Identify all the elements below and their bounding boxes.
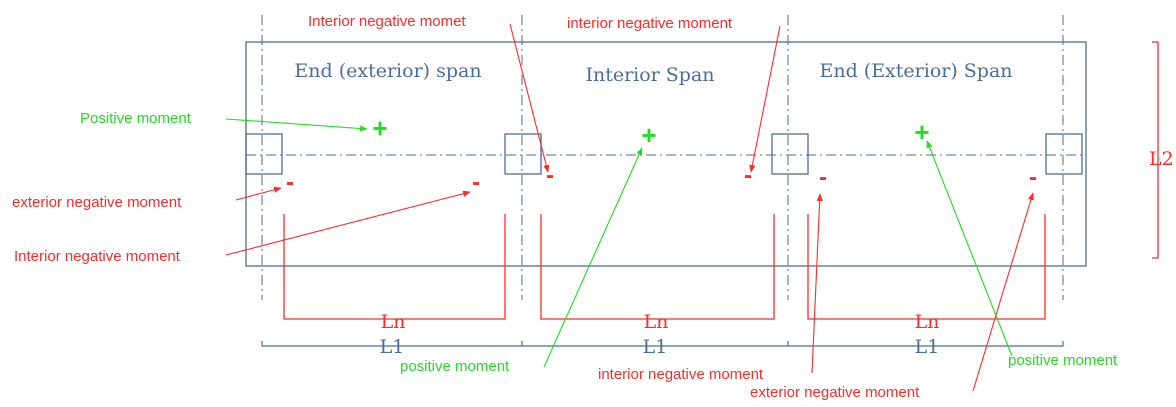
label-interior-negative-bottom: interior negative moment: [598, 366, 764, 383]
label-interior-negative-top-right: interior negative moment: [567, 15, 733, 32]
leader-interior-negative-top-right: [749, 25, 781, 173]
ln-bracket-2: [540, 214, 775, 320]
negative-symbol-5: -: [819, 164, 827, 191]
column-2: [504, 133, 542, 175]
label-interior-negative-left: Interior negative moment: [14, 248, 181, 265]
positive-symbol-3: +: [914, 117, 929, 147]
leader-positive-bottom-right: [926, 140, 1013, 357]
label-positive-moment-top: Positive moment: [80, 110, 192, 127]
column-1: [245, 133, 283, 175]
leader-interior-negative-bottom: [811, 193, 823, 374]
l1-label-2: L1: [643, 336, 668, 358]
negative-symbol-4: -: [744, 162, 752, 189]
ln-label-1: Ln: [381, 311, 406, 333]
ln-label-3: Ln: [915, 311, 940, 333]
negative-symbol-2: -: [472, 169, 480, 196]
negative-symbol-6: -: [1029, 164, 1037, 191]
label-exterior-negative-bottom: exterior negative moment: [750, 384, 920, 401]
ln-label-2: Ln: [644, 311, 669, 333]
span-title-end-left: End (exterior) span: [294, 60, 481, 82]
l1-dimension-3: [788, 341, 1064, 347]
positive-symbol-2: +: [641, 120, 656, 150]
l1-label-3: L1: [915, 336, 940, 358]
leader-positive-bottom-left: [543, 147, 643, 368]
leader-exterior-negative-bottom: [972, 192, 1034, 392]
leader-positive-top: [225, 118, 368, 132]
negative-symbol-1: -: [286, 169, 294, 196]
span-title-interior: Interior Span: [585, 64, 714, 86]
label-positive-moment-bottom-left: positive moment: [400, 358, 510, 375]
label-interior-negative-top-left: Interior negative momet: [308, 13, 466, 30]
span-title-end-right: End (Exterior) Span: [819, 60, 1012, 82]
label-positive-moment-bottom-right: positive moment: [1008, 352, 1118, 369]
positive-symbol-1: +: [372, 113, 387, 143]
leader-interior-negative-left: [225, 190, 471, 256]
label-exterior-negative-left: exterior negative moment: [12, 194, 182, 211]
l2-dimension-line: [1152, 41, 1159, 259]
column-3: [771, 133, 809, 175]
leader-interior-negative-top-left: [509, 23, 550, 173]
ln-bracket-3: [807, 214, 1046, 320]
l1-dimension-1: [261, 341, 523, 347]
l1-label-1: L1: [380, 336, 405, 358]
l2-label: L2: [1149, 148, 1174, 170]
column-4: [1045, 133, 1083, 175]
negative-symbol-3: -: [546, 162, 554, 189]
leader-exterior-negative-left: [235, 186, 282, 201]
ln-bracket-1: [283, 214, 506, 320]
